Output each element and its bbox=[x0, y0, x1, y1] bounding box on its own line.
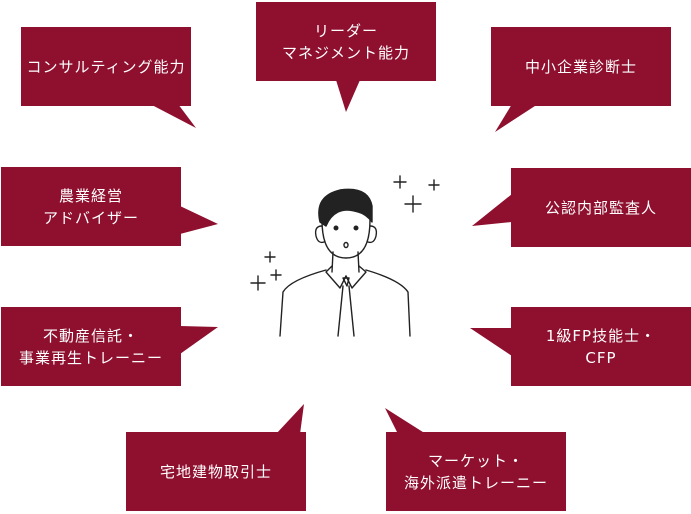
tail-takken bbox=[276, 404, 304, 434]
tail-audit bbox=[472, 194, 512, 226]
bubble-fp: 1級FP技能士・ CFP bbox=[511, 307, 691, 386]
bubble-realestate: 不動産信託・ 事業再生トレーニー bbox=[1, 307, 181, 386]
bubble-consulting: コンサルティング能力 bbox=[21, 27, 191, 106]
tail-fp bbox=[470, 328, 512, 356]
bubble-takken: 宅地建物取引士 bbox=[126, 432, 306, 511]
bubble-leadership-line-2: マネジメント能力 bbox=[281, 43, 410, 62]
bubble-market-line-1: マーケット・ bbox=[427, 451, 524, 470]
bubble-audit-line-1: 公認内部監査人 bbox=[544, 198, 657, 217]
bubble-fp-line-1: 1級FP技能士・ bbox=[545, 326, 657, 345]
bubble-realestate-line-2: 事業再生トレーニー bbox=[18, 348, 163, 367]
bubble-consulting-line-1: コンサルティング能力 bbox=[26, 57, 186, 76]
tail-leadership bbox=[336, 80, 360, 112]
bubble-market: マーケット・ 海外派遣トレーニー bbox=[386, 432, 566, 511]
bubble-fp-line-2: CFP bbox=[585, 348, 617, 367]
sparkle-icon bbox=[250, 251, 282, 291]
tail-sme bbox=[495, 104, 538, 132]
tail-agri bbox=[180, 206, 218, 234]
bubble-market-line-2: 海外派遣トレーニー bbox=[403, 473, 548, 492]
bubble-sme-line-1: 中小企業診断士 bbox=[524, 57, 637, 76]
bubble-agri-line-2: アドバイザー bbox=[42, 208, 139, 227]
bubble-agri-line-1: 農業経営 bbox=[58, 186, 123, 205]
tail-market bbox=[385, 408, 426, 434]
bubble-leadership-line-1: リーダー bbox=[313, 21, 378, 40]
tail-realestate bbox=[180, 326, 218, 354]
bubble-leadership: リーダー マネジメント能力 bbox=[256, 2, 436, 81]
sparkle-icon bbox=[393, 175, 440, 213]
bubble-sme: 中小企業診断士 bbox=[491, 27, 671, 106]
tail-consulting bbox=[150, 104, 196, 128]
bubble-realestate-line-1: 不動産信託・ bbox=[42, 326, 139, 345]
bubble-takken-line-1: 宅地建物取引士 bbox=[159, 462, 272, 481]
bubble-agri: 農業経営 アドバイザー bbox=[1, 167, 181, 246]
bubble-audit: 公認内部監査人 bbox=[511, 168, 691, 247]
